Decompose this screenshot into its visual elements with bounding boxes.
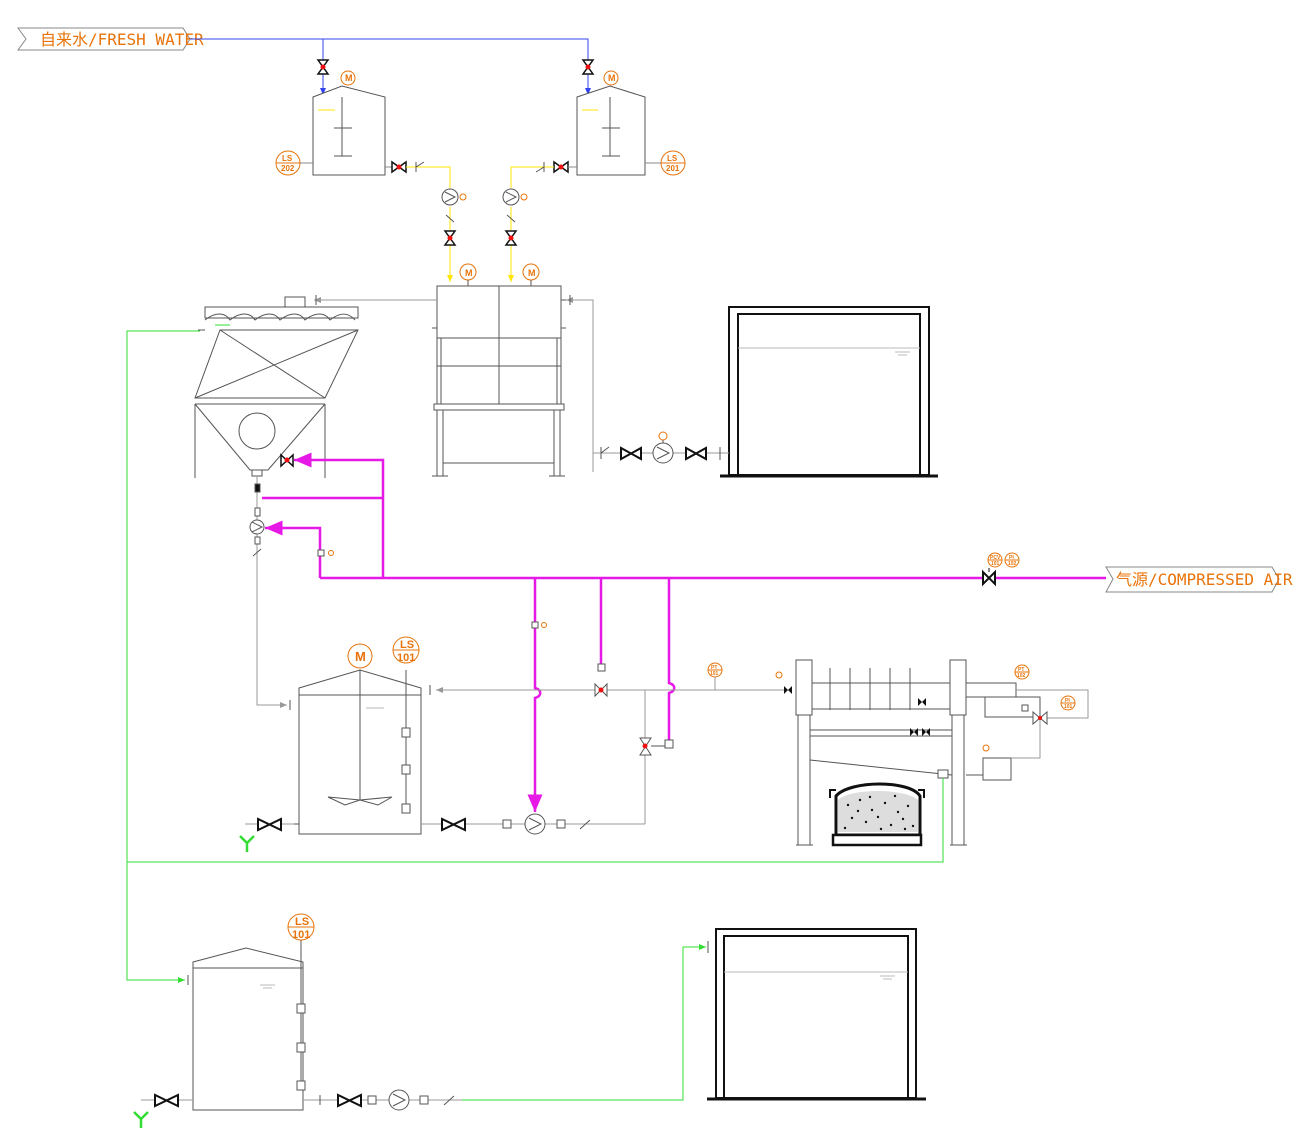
dosing-pump-left[interactable] — [441, 188, 467, 206]
settler-discharge — [249, 476, 291, 710]
cake-particles — [843, 794, 915, 831]
filtrate-drain — [133, 1093, 193, 1128]
reaction-to-settler-line — [314, 295, 594, 472]
filtrate-tank — [187, 940, 306, 1111]
air-header-line — [262, 452, 1106, 812]
hydraulic-motor — [982, 744, 990, 752]
level-switch-ls201: LS 201 — [645, 150, 686, 176]
svg-text:101: 101 — [991, 561, 1000, 567]
dosing-check-2 — [445, 207, 516, 230]
filtrate-pump[interactable] — [367, 1089, 455, 1111]
svg-text:M: M — [608, 73, 616, 83]
svg-text:101: 101 — [710, 671, 719, 677]
svg-text:PT: PT — [711, 665, 717, 671]
svg-text:LS: LS — [282, 154, 293, 163]
svg-text:M: M — [465, 268, 473, 278]
dosing-check-right — [535, 162, 545, 173]
fresh-water-line — [190, 38, 591, 95]
inclined-plate-settler — [194, 296, 359, 478]
settler-air-valve[interactable] — [280, 453, 294, 468]
filter-press-inlet — [775, 671, 792, 694]
svg-text:M: M — [345, 73, 353, 83]
compressed-air-flag: 气源/COMPRESSED AIR — [1105, 566, 1293, 593]
fresh-water-valve-left[interactable] — [316, 59, 330, 75]
dosing-pump-right[interactable] — [502, 188, 528, 206]
feed-pump-line — [421, 685, 788, 825]
dosing-tank-right — [576, 85, 646, 176]
dosing-tank-left — [312, 85, 386, 176]
svg-text:M: M — [528, 268, 536, 278]
air-solenoid-2 — [531, 621, 547, 629]
feed-tank — [294, 669, 422, 835]
clear-water-pump[interactable] — [652, 431, 674, 464]
svg-text:101: 101 — [292, 929, 310, 941]
feed-tank-motor: M — [347, 643, 373, 669]
svg-text:LS: LS — [667, 154, 678, 163]
svg-text:101: 101 — [397, 652, 415, 664]
fresh-water-label: 自来水/FRESH WATER — [40, 30, 204, 49]
svg-text:PI: PI — [1009, 555, 1014, 561]
filter-press-air-valve[interactable] — [1032, 710, 1048, 726]
svg-text:LS: LS — [400, 639, 414, 651]
dosing-valve-lower-left[interactable] — [443, 230, 457, 246]
reaction-motor-right: M — [522, 263, 540, 286]
feed-tank-ls101: LS 101 — [392, 636, 420, 664]
feed-drain — [239, 817, 294, 852]
reaction-motor-left: M — [459, 263, 477, 286]
pi-102-air: PI 102 — [1004, 552, 1020, 568]
pt-101: PT 101 — [707, 662, 723, 690]
clear-water-valve-2[interactable] — [685, 446, 707, 461]
svg-text:202: 202 — [281, 164, 295, 173]
pt-102: PT 102 — [1014, 664, 1030, 680]
fresh-water-flag: 自来水/FRESH WATER — [17, 27, 204, 51]
fresh-water-valve-right[interactable] — [581, 59, 595, 75]
dosing-check-left — [415, 161, 425, 172]
svg-text:PT: PT — [1018, 667, 1024, 673]
air-solenoid-1 — [317, 549, 334, 557]
filter-press — [795, 659, 1041, 846]
reaction-tank — [432, 285, 566, 477]
feed-valves-air[interactable] — [594, 663, 674, 756]
discharge-tank-bottom — [707, 928, 926, 1101]
filtrate-valve[interactable] — [337, 1093, 362, 1108]
air-pressure-regulator[interactable] — [982, 568, 996, 587]
feed-valve[interactable] — [441, 817, 466, 832]
svg-text:PCV: PCV — [990, 555, 1001, 561]
filtrate-return-line — [126, 330, 944, 1101]
level-switch-ls202: LS 202 — [275, 150, 313, 176]
dosing-outlet-valve-right[interactable] — [553, 160, 577, 174]
dosing-lines — [406, 166, 554, 282]
cake-hopper — [829, 782, 925, 847]
svg-text:LS: LS — [295, 916, 309, 928]
clear-water-valve-1[interactable] — [620, 446, 642, 461]
dosing-valve-lower-right[interactable] — [504, 230, 518, 246]
svg-text:201: 201 — [666, 164, 680, 173]
filter-press-valves[interactable] — [910, 698, 930, 736]
svg-text:102: 102 — [1008, 561, 1017, 567]
clear-water-check — [600, 446, 610, 459]
svg-text:101: 101 — [1064, 704, 1073, 710]
agitator-motor-right: M — [603, 70, 619, 86]
clear-water-tank-top — [720, 306, 938, 478]
pi-101: PI 101 — [1060, 695, 1076, 711]
agitator-motor-left: M — [340, 70, 356, 86]
filtrate-pump-line — [303, 1095, 462, 1105]
svg-text:102: 102 — [1017, 673, 1026, 679]
compressed-air-label: 气源/COMPRESSED AIR — [1116, 570, 1293, 589]
filter-press-air-line — [1011, 689, 1089, 759]
pcv-101: PCV 101 — [987, 552, 1003, 568]
feed-pump[interactable] — [502, 813, 591, 835]
dosing-outlet-valve-left[interactable] — [385, 160, 407, 174]
svg-text:PI: PI — [1065, 698, 1070, 704]
filtrate-tank-ls101: LS 101 — [287, 913, 315, 941]
svg-text:M: M — [355, 649, 366, 664]
